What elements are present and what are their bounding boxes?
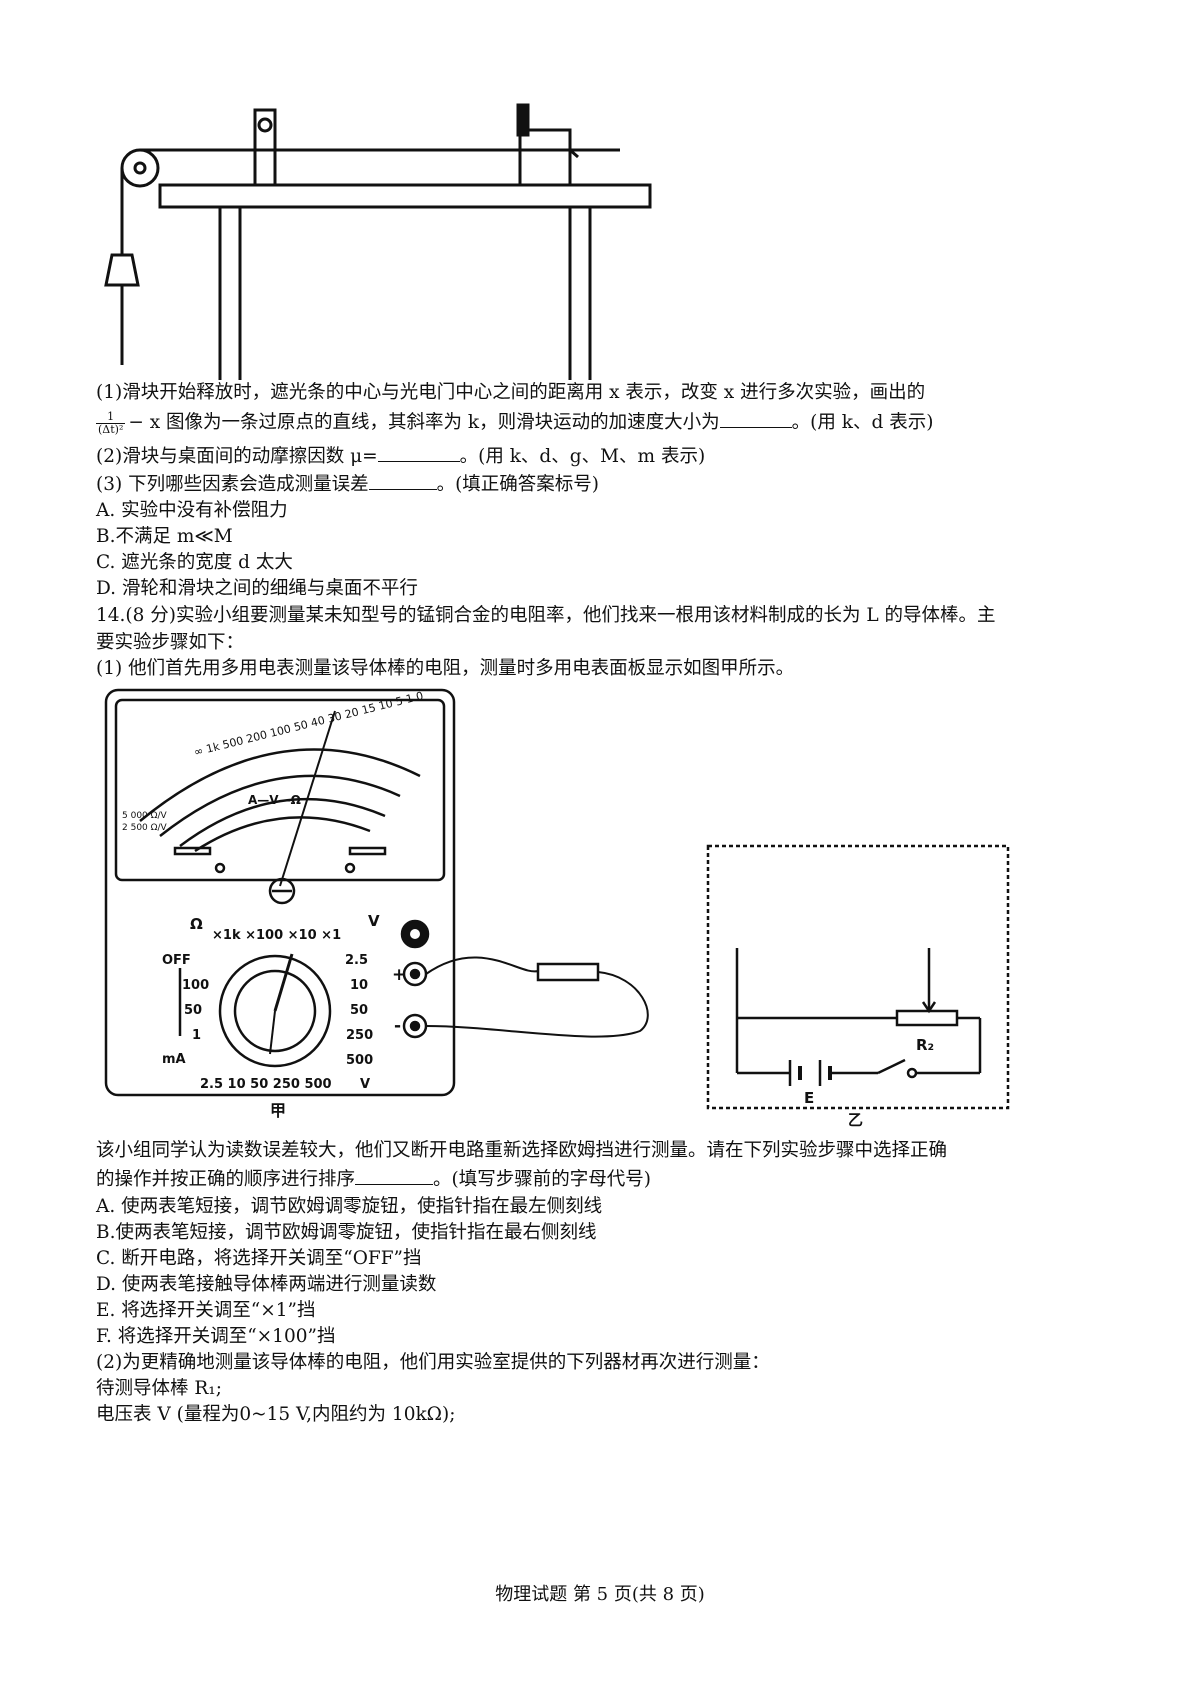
q14-after-line1: 该小组同学认为读数误差较大，他们又断开电路重新选择欧姆挡进行测量。请在下列实验步… — [96, 1140, 948, 1161]
q14-step-d: D. 使两表笔接触导体棒两端进行测量读数 — [96, 1274, 437, 1295]
q14-item-2: 电压表 V (量程为0~15 V,内阻约为 10kΩ); — [96, 1404, 456, 1425]
q14-after-end: 。(填写步骤前的字母代号) — [433, 1169, 651, 1190]
q14-step-f: F. 将选择开关调至“×100”挡 — [96, 1326, 336, 1347]
spec-text-2: 2 500 Ω/V — [122, 823, 168, 833]
q14-after-text: 的操作并按正确的顺序进行排序 — [96, 1169, 356, 1190]
q13-option-c: C. 遮光条的宽度 d 太大 — [96, 552, 293, 573]
fraction: 1 (Δt)² — [96, 410, 126, 436]
fraction-denominator: (Δt)² — [98, 422, 124, 436]
q14-step-c: C. 断开电路，将选择开关调至“OFF”挡 — [96, 1248, 422, 1269]
right-label-250: 250 — [346, 1028, 373, 1043]
spec-text-1: 5 000 Ω/V — [122, 811, 168, 821]
q14-step-e: E. 将选择开关调至“×1”挡 — [96, 1300, 316, 1321]
q14-item-1: 待测导体棒 R₁; — [96, 1378, 222, 1399]
omega-label: Ω — [190, 915, 203, 933]
answer-blank[interactable] — [355, 1166, 434, 1185]
q14-intro-line2: 要实验步骤如下： — [96, 632, 245, 653]
bottom-v-label: V — [360, 1077, 370, 1092]
q13-option-a: A. 实验中没有补偿阻力 — [96, 500, 288, 521]
minus-terminal-label: - — [394, 1016, 401, 1036]
figure-caption-jia: 甲 — [270, 1101, 286, 1120]
q13-part2: (2)滑块与桌面间的动摩擦因数 μ= 。(用 k、d、g、M、m 表示) — [96, 443, 705, 470]
dial-top-labels: ×1k ×100 ×10 ×1 — [212, 928, 341, 943]
q13-part1-line1: (1)滑块开始释放时，遮光条的中心与光电门中心之间的距离用 x 表示，改变 x … — [96, 382, 926, 403]
answer-blank[interactable] — [719, 409, 792, 428]
figure-caption-yi: 乙 — [848, 1111, 863, 1128]
plus-terminal-label: + — [392, 965, 406, 985]
bottom-labels: 2.5 10 50 250 500 — [200, 1077, 332, 1092]
q13-part3-text: (3) 下列哪些因素会造成测量误差 — [96, 474, 369, 495]
answer-blank[interactable] — [368, 471, 437, 490]
q13-part3: (3) 下列哪些因素会造成测量误差 。(填正确答案标号) — [96, 471, 599, 498]
fraction-numerator: 1 — [96, 410, 126, 424]
q14-step-b: B.使两表笔短接，调节欧姆调零旋钮，使指针指在最右侧刻线 — [96, 1222, 597, 1243]
q13-part2-text: (2)滑块与桌面间的动摩擦因数 μ= — [96, 446, 378, 467]
q13-part3-end: 。(填正确答案标号) — [436, 474, 600, 495]
q14-part1: (1) 他们首先用多用电表测量该导体棒的电阻，测量时多用电表面板显示如图甲所示。 — [96, 658, 795, 679]
left-label-1: 1 — [192, 1028, 201, 1043]
r2-label: R₂ — [916, 1036, 934, 1054]
right-label-10: 10 — [350, 978, 368, 993]
apparatus-figure — [100, 95, 700, 380]
v-label: V — [368, 912, 380, 930]
circuit-figure: R₂ E 乙 — [700, 838, 1030, 1129]
left-label-off: OFF — [162, 953, 191, 968]
right-label-50: 50 — [350, 1003, 368, 1018]
right-label-500: 500 — [346, 1053, 373, 1068]
q14-part2: (2)为更精确地测量该导体棒的电阻，他们用实验室提供的下列器材再次进行测量： — [96, 1352, 770, 1373]
q13-part1-text: − x 图像为一条过原点的直线，其斜率为 k，则滑块运动的加速度大小为 — [128, 412, 720, 433]
right-label-2-5: 2.5 — [345, 953, 368, 968]
q13-part1-line2: 1 (Δt)² − x 图像为一条过原点的直线，其斜率为 k，则滑块运动的加速度… — [96, 409, 933, 436]
left-label-ma: mA — [162, 1052, 186, 1067]
e-label: E — [804, 1089, 814, 1107]
page-footer: 物理试题 第 5 页(共 8 页) — [495, 1584, 705, 1605]
left-label-50: 50 — [184, 1003, 202, 1018]
q13-part1-end: 。(用 k、d 表示) — [791, 412, 934, 433]
left-label-100: 100 — [182, 978, 209, 993]
scale-label: A—V—Ω — [248, 793, 301, 807]
q13-part2-end: 。(用 k、d、g、M、m 表示) — [459, 446, 706, 467]
q14-intro-line1: 14.(8 分)实验小组要测量某未知型号的锰铜合金的电阻率，他们找来一根用该材料… — [96, 605, 996, 626]
q14-step-a: A. 使两表笔短接，调节欧姆调零旋钮，使指针指在最左侧刻线 — [96, 1196, 603, 1217]
q13-option-b: B.不满足 m≪M — [96, 526, 233, 547]
q13-option-d: D. 滑轮和滑块之间的细绳与桌面不平行 — [96, 578, 418, 599]
multimeter-figure: ∞ 1k 500 200 100 50 40 30 20 15 10 5 1 0… — [100, 686, 660, 1126]
q14-after-line2: 的操作并按正确的顺序进行排序 。(填写步骤前的字母代号) — [96, 1166, 651, 1193]
answer-blank[interactable] — [377, 443, 460, 462]
